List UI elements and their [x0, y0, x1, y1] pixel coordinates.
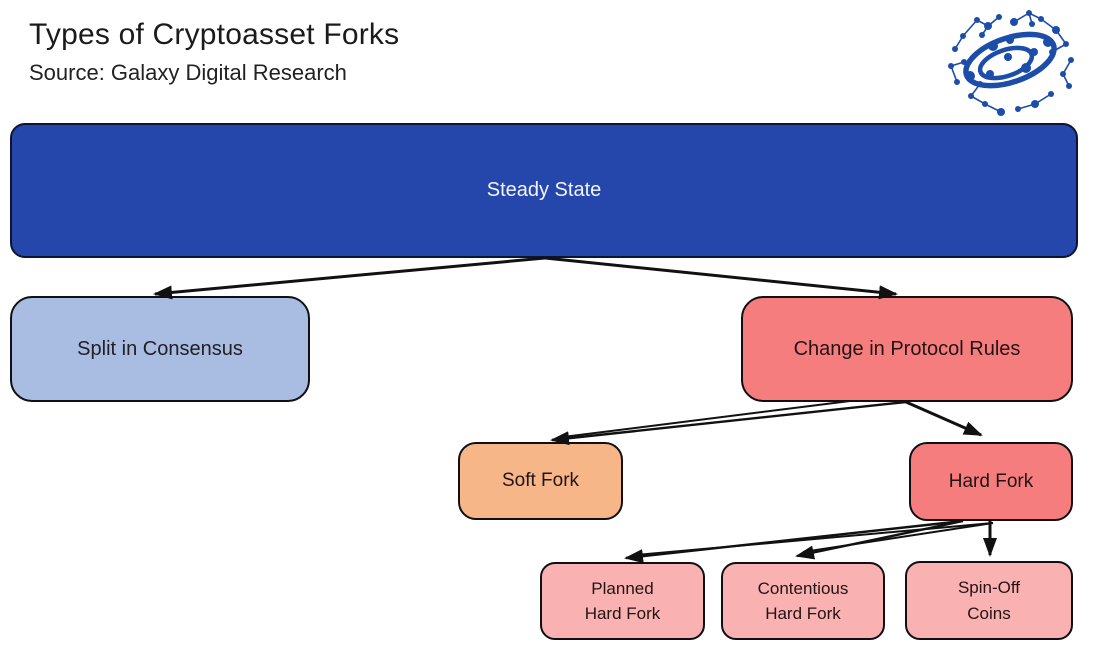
page-title: Types of Cryptoasset Forks: [29, 18, 400, 51]
node-planned-hard-fork: Planned Hard Fork: [540, 562, 705, 640]
node-label: Steady State: [486, 179, 602, 201]
node-label: Contentious Hard Fork: [757, 578, 849, 624]
node-split-in-consensus: Split in Consensus: [10, 296, 310, 402]
node-steady-state: Steady State: [10, 123, 1078, 258]
node-soft-fork: Soft Fork: [458, 442, 623, 520]
node-change-in-protocol-rules: Change in Protocol Rules: [741, 296, 1073, 402]
node-label: Change in Protocol Rules: [793, 337, 1021, 360]
node-label: Split in Consensus: [77, 337, 243, 360]
node-hard-fork: Hard Fork: [909, 442, 1073, 521]
node-spin-off-coins: Spin-Off Coins: [905, 561, 1073, 640]
node-label: Spin-Off Coins: [957, 578, 1021, 623]
galaxy-digital-logo: [948, 10, 1074, 116]
source-caption: Source: Galaxy Digital Research: [29, 60, 347, 85]
node-label: Hard Fork: [948, 470, 1034, 492]
node-contentious-hard-fork: Contentious Hard Fork: [721, 562, 885, 640]
node-label: Planned Hard Fork: [584, 578, 661, 624]
node-label: Soft Fork: [501, 470, 580, 491]
